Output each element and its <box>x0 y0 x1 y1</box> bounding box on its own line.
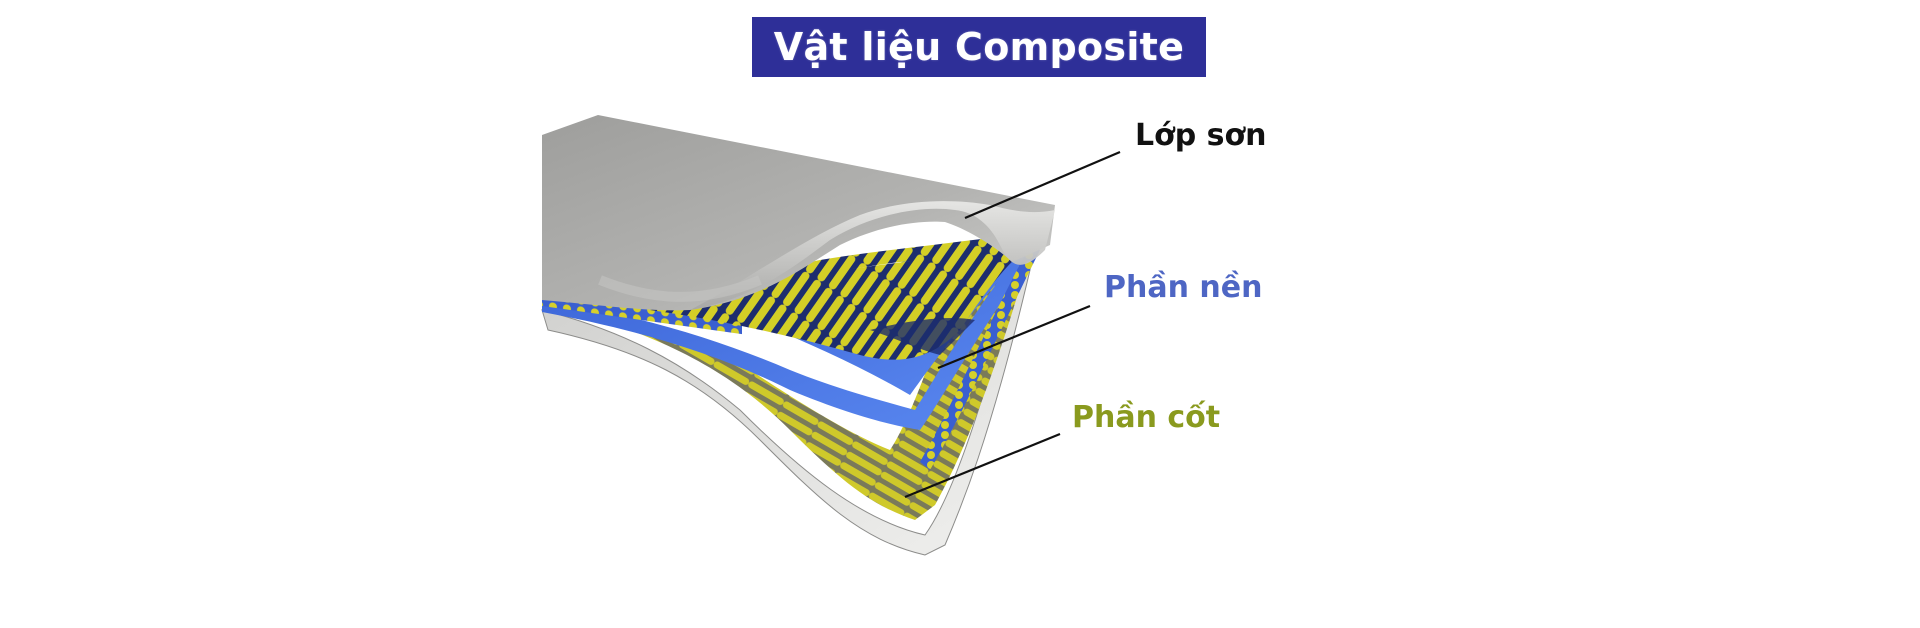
label-reinforcement: Phần cốt <box>1072 400 1221 435</box>
diagram-title: Vật liệu Composite <box>752 17 1206 77</box>
label-matrix: Phần nền <box>1104 270 1263 305</box>
leader-line-matrix <box>937 304 1091 370</box>
label-paint-layer: Lớp sơn <box>1135 118 1267 153</box>
leader-line-reinforcement <box>904 432 1061 499</box>
leader-line-paint <box>964 150 1121 220</box>
